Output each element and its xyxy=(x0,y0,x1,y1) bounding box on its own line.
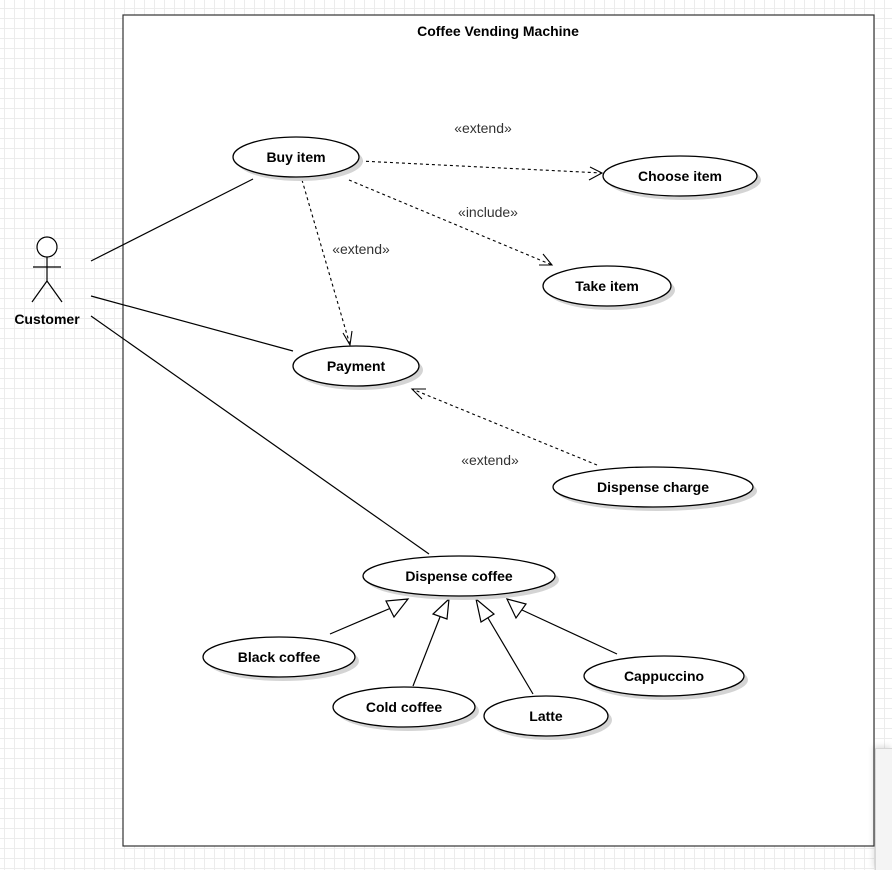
use-case-label: Latte xyxy=(529,708,563,724)
use-case-dispense-charge[interactable]: Dispense charge xyxy=(552,466,757,511)
generalization-latte[interactable] xyxy=(475,597,534,695)
actor-customer[interactable]: Customer xyxy=(14,236,80,327)
generalization-black-coffee[interactable] xyxy=(329,598,410,635)
use-case-choose-item[interactable]: Choose item xyxy=(602,155,761,200)
use-case-take-item[interactable]: Take item xyxy=(542,265,675,310)
use-case-buy-item[interactable]: Buy item xyxy=(232,136,363,181)
use-case-label: Dispense coffee xyxy=(405,568,513,584)
actor-label: Customer xyxy=(14,311,80,327)
association-buy-item[interactable] xyxy=(90,178,254,262)
generalization-cold-coffee[interactable] xyxy=(412,597,450,687)
use-case-latte[interactable]: Latte xyxy=(483,695,612,740)
system-title: Coffee Vending Machine xyxy=(417,23,579,39)
use-case-label: Payment xyxy=(327,358,386,374)
use-case-label: Cappuccino xyxy=(624,668,704,684)
stereotype-extend-label: «extend» xyxy=(454,120,512,136)
side-panel-edge[interactable] xyxy=(875,748,892,870)
use-case-label: Choose item xyxy=(638,168,722,184)
use-case-cappuccino[interactable]: Cappuccino xyxy=(583,655,748,700)
use-case-dispense-coffee[interactable]: Dispense coffee xyxy=(362,555,559,600)
stereotype-extend-label: «extend» xyxy=(461,452,519,468)
stereotype-include-label: «include» xyxy=(458,204,518,220)
use-case-cold-coffee[interactable]: Cold coffee xyxy=(332,686,479,731)
use-case-payment[interactable]: Payment xyxy=(292,345,423,390)
stick-figure-icon xyxy=(31,236,63,303)
include-buy-to-take[interactable] xyxy=(348,179,554,266)
use-case-label: Buy item xyxy=(266,149,325,165)
association-payment[interactable] xyxy=(90,295,294,352)
extend-charge-to-payment[interactable] xyxy=(410,388,598,466)
extend-buy-to-payment[interactable] xyxy=(301,179,353,347)
use-case-black-coffee[interactable]: Black coffee xyxy=(202,636,359,681)
extend-buy-to-choose[interactable] xyxy=(359,160,604,181)
use-case-label: Black coffee xyxy=(238,649,321,665)
stereotype-extend-label: «extend» xyxy=(332,241,390,257)
association-dispense-coffee[interactable] xyxy=(90,315,430,555)
use-case-label: Take item xyxy=(575,278,639,294)
use-case-label: Dispense charge xyxy=(597,479,709,495)
use-case-label: Cold coffee xyxy=(366,699,442,715)
generalization-cappuccino[interactable] xyxy=(505,598,618,655)
